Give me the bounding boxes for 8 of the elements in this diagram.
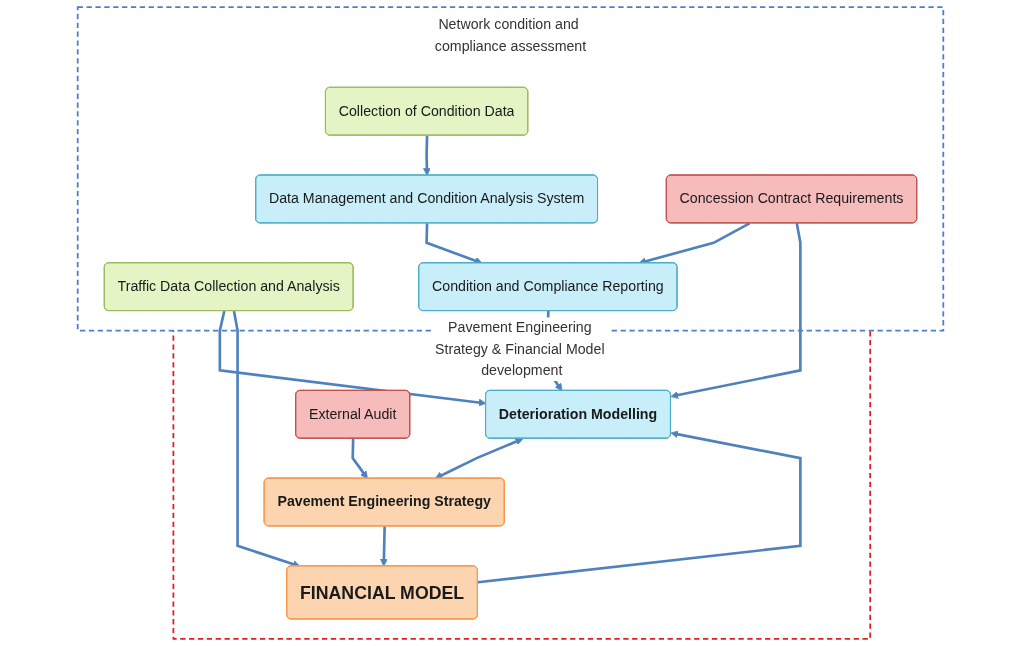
arrow <box>218 310 487 407</box>
arrow <box>423 135 431 176</box>
arrow <box>380 526 388 567</box>
arrow <box>477 430 802 584</box>
arrow <box>351 438 368 479</box>
arrow <box>670 223 802 399</box>
arrow <box>232 310 301 568</box>
arrow <box>434 437 524 479</box>
